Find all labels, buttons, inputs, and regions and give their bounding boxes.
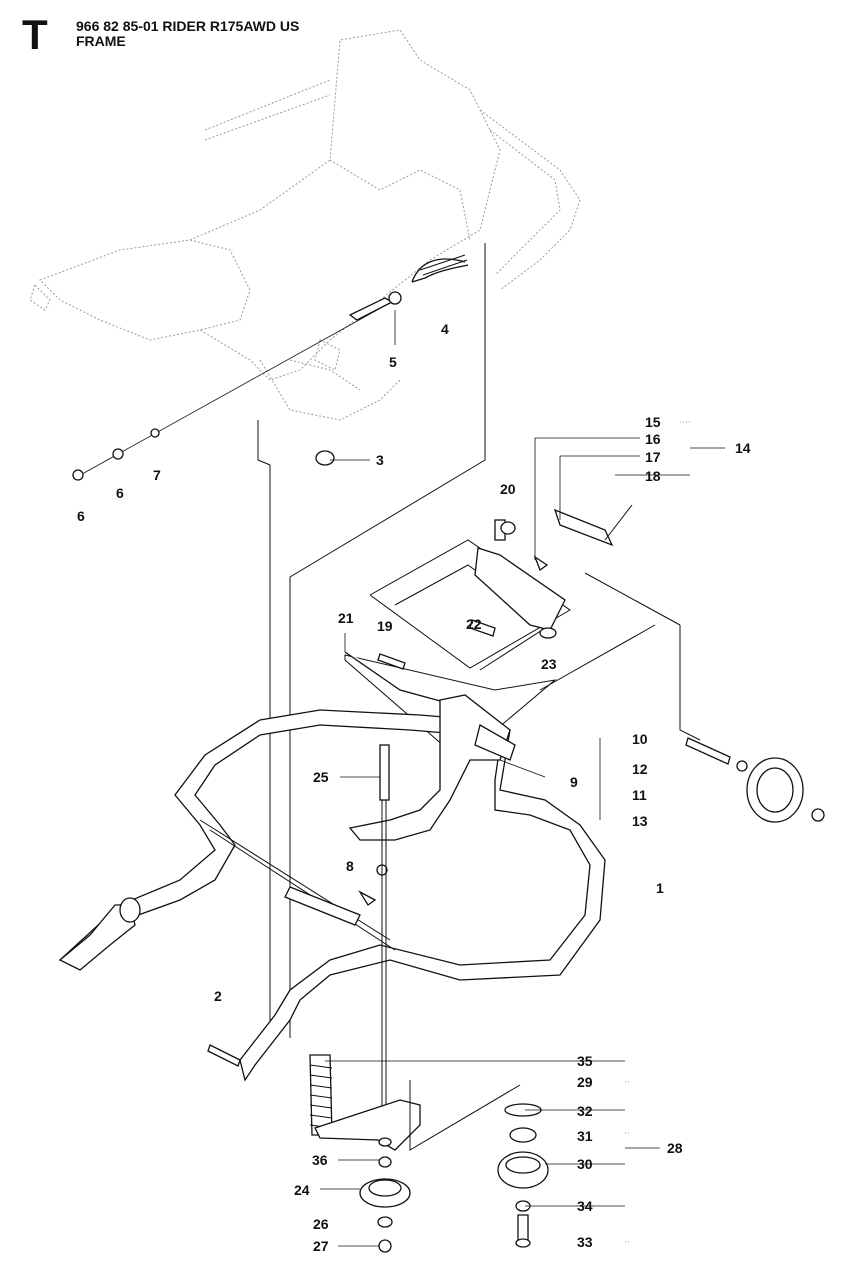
callout-6b: 6 bbox=[77, 508, 85, 524]
callout-25: 25 bbox=[313, 769, 329, 785]
callout-24: 24 bbox=[294, 1182, 310, 1198]
callout-17: 17 bbox=[645, 449, 661, 465]
callout-18: 18 bbox=[645, 468, 661, 484]
callout-16: 16 bbox=[645, 431, 661, 447]
callout-7: 7 bbox=[153, 467, 161, 483]
callout-10: 10 bbox=[632, 731, 648, 747]
wheel-assembly bbox=[685, 737, 825, 823]
callout-11: 11 bbox=[632, 787, 647, 803]
callout-20: 20 bbox=[500, 481, 516, 497]
callout-36: 36 bbox=[312, 1152, 328, 1168]
callout-3: 3 bbox=[376, 452, 384, 468]
ghost-chassis bbox=[29, 29, 581, 421]
callout-15: 15 bbox=[645, 414, 661, 430]
callout-32: 32 bbox=[577, 1103, 593, 1119]
pedal-bracket-plates bbox=[344, 539, 701, 761]
callout-2: 2 bbox=[214, 988, 222, 1004]
callout-26: 26 bbox=[313, 1216, 329, 1232]
section-letter: T bbox=[22, 11, 48, 58]
section-title: FRAME bbox=[76, 33, 126, 49]
callout-30: 30 bbox=[577, 1156, 593, 1172]
callout-19: 19 bbox=[377, 618, 393, 634]
callout-8: 8 bbox=[346, 858, 354, 874]
callout-31: 31 bbox=[577, 1128, 593, 1144]
callout-28: 28 bbox=[667, 1140, 683, 1156]
callout-13: 13 bbox=[632, 813, 648, 829]
callout-29: 29 bbox=[577, 1074, 593, 1090]
callout-4: 4 bbox=[441, 321, 449, 337]
main-frame-tube bbox=[58, 709, 606, 1082]
page-title: 966 82 85-01 RIDER R175AWD US FRAME bbox=[76, 19, 299, 49]
rod-parts bbox=[344, 651, 456, 706]
brake-bracket bbox=[469, 504, 633, 639]
callout-6a: 6 bbox=[116, 485, 124, 501]
callout-14: 14 bbox=[735, 440, 751, 456]
callout-21: 21 bbox=[338, 610, 354, 626]
callout-33: 33 bbox=[577, 1234, 593, 1250]
callout-5: 5 bbox=[389, 354, 397, 370]
leader-lines bbox=[320, 310, 725, 1247]
callout-35: 35 bbox=[577, 1053, 593, 1069]
cable-assembly bbox=[72, 254, 469, 481]
callout-12: 12 bbox=[632, 761, 648, 777]
callout-labels: 1 2 3 4 5 6 6 7 8 9 10 11 12 13 14 15 16… bbox=[77, 321, 751, 1254]
callout-9: 9 bbox=[570, 774, 578, 790]
callout-22: 22 bbox=[466, 616, 482, 632]
callout-23: 23 bbox=[541, 656, 557, 672]
callout-27: 27 bbox=[313, 1238, 329, 1254]
callout-1: 1 bbox=[656, 880, 664, 896]
callout-34: 34 bbox=[577, 1198, 593, 1214]
frame-outline-lines bbox=[257, 243, 486, 1038]
vertical-rod bbox=[379, 744, 390, 1140]
model-title: 966 82 85-01 RIDER R175AWD US bbox=[76, 18, 300, 34]
lower-components bbox=[207, 1044, 549, 1253]
